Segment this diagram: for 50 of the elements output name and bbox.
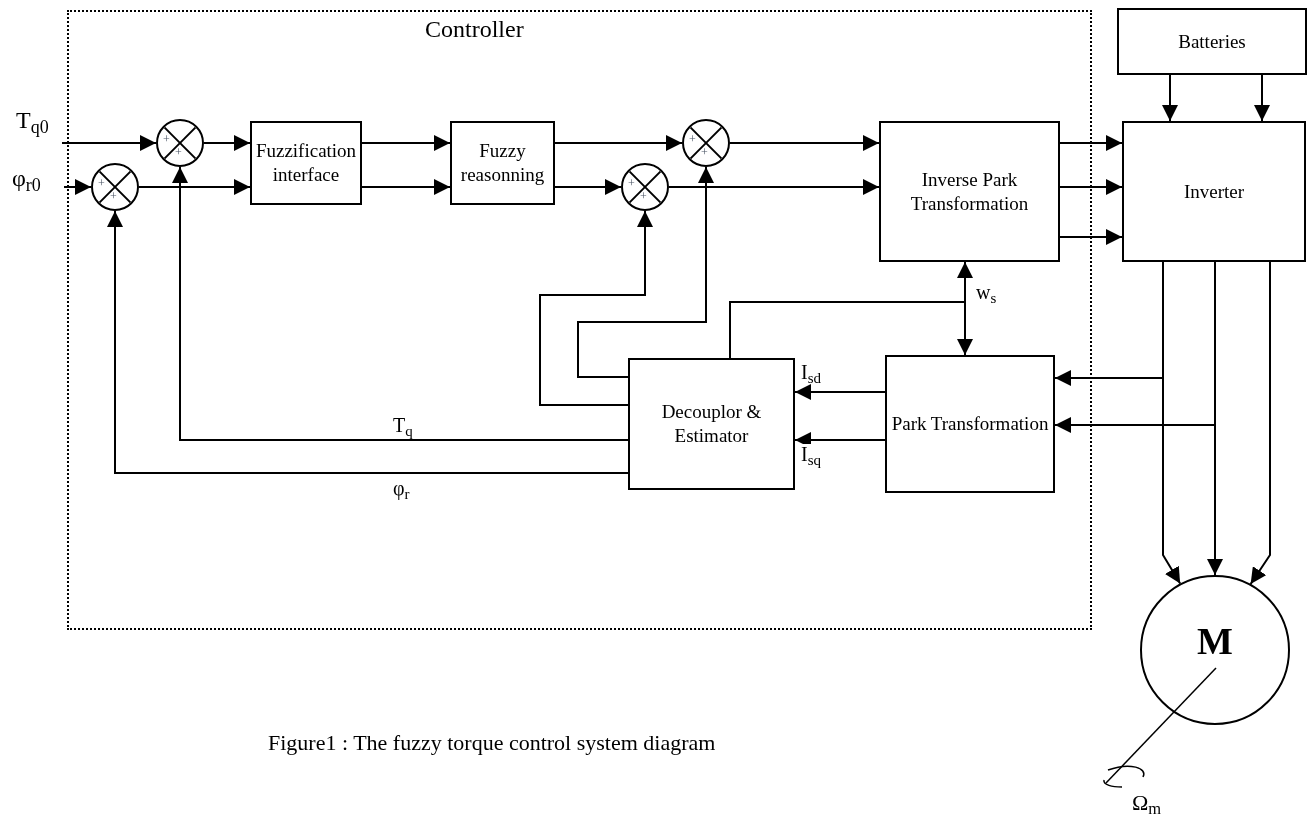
arrow <box>1162 74 1178 122</box>
summing-junction <box>621 163 669 211</box>
arrow <box>668 179 880 195</box>
process-box: Batteries <box>1117 8 1307 75</box>
controller-boundary <box>67 10 1092 630</box>
plus-sign: + <box>628 177 635 189</box>
arrow <box>361 179 451 195</box>
group-title: Controller <box>425 15 524 44</box>
summing-junction <box>682 119 730 167</box>
arrow <box>107 210 629 474</box>
arrow <box>1207 261 1223 576</box>
summing-junction <box>156 119 204 167</box>
arrow <box>729 135 880 151</box>
arrow <box>61 135 157 151</box>
plus-sign: + <box>640 190 647 202</box>
arrow <box>172 166 629 441</box>
arrow <box>554 179 622 195</box>
process-box: Fuzzification interface <box>250 121 362 205</box>
arrow <box>63 179 92 195</box>
arrow <box>1059 229 1123 245</box>
arrow <box>1162 261 1182 585</box>
summing-junction <box>91 163 139 211</box>
input-signal-label: T$_{q0}$ <box>16 108 62 148</box>
caption: Figure1 : The fuzzy torque control system diagram <box>268 732 716 754</box>
plus-sign: + <box>110 190 117 202</box>
arrow <box>1249 261 1271 585</box>
edge-label: I$_{sd}$ <box>800 362 822 382</box>
process-box: Decouplor & Estimator <box>628 358 795 490</box>
process-box: Inverse Park Transformation <box>879 121 1060 262</box>
process-box: Fuzzy reasonning <box>450 121 555 205</box>
arrow <box>794 384 886 400</box>
speed-label: Ω$_{m}$ <box>1132 792 1162 814</box>
arrow <box>729 301 973 359</box>
arrow <box>554 135 683 151</box>
plus-sign: + <box>163 133 170 145</box>
arrow <box>138 179 251 195</box>
arrow <box>577 166 714 378</box>
arrow <box>1254 74 1270 122</box>
input-signal-label: φ$_{r0}$ <box>12 166 64 194</box>
arrow <box>1059 135 1123 151</box>
arrow <box>539 210 653 406</box>
plus-sign: + <box>98 177 105 189</box>
arrow <box>203 135 251 151</box>
plus-sign: + <box>689 133 696 145</box>
process-box: Park Transformation <box>885 355 1055 493</box>
arrow <box>361 135 451 151</box>
process-box: Inverter <box>1122 121 1306 262</box>
plus-sign: + <box>701 146 708 158</box>
plus-sign: + <box>175 146 182 158</box>
arrow <box>1059 179 1123 195</box>
